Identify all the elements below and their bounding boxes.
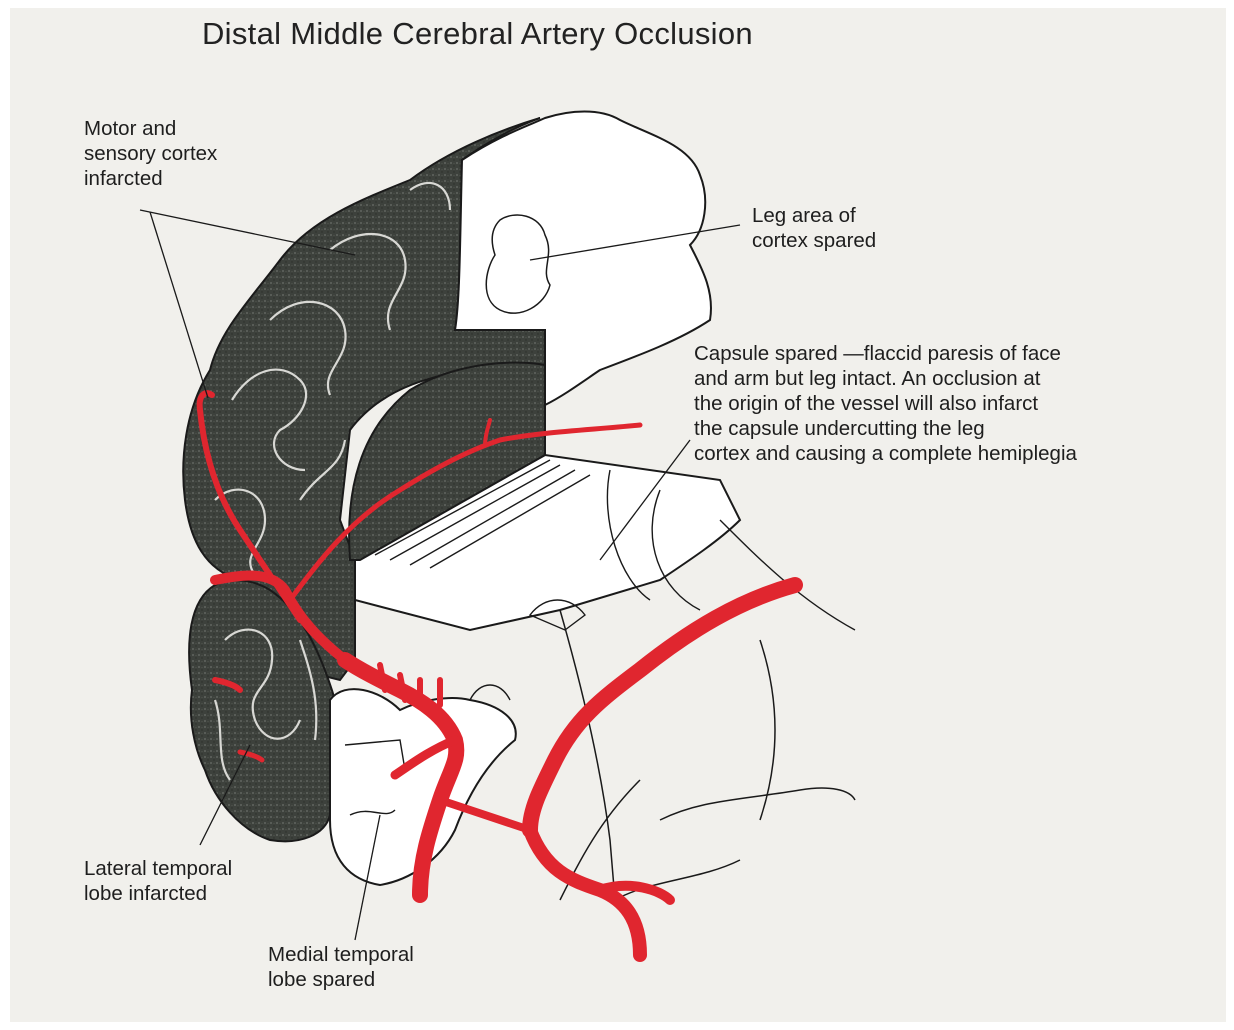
label-leg-area-spared: Leg area of cortex spared <box>752 203 876 253</box>
label-motor-sensory-cortex: Motor and sensory cortex infarcted <box>84 116 217 191</box>
label-medial-temporal-lobe: Medial temporal lobe spared <box>268 942 414 992</box>
label-lateral-temporal-lobe: Lateral temporal lobe infarcted <box>84 856 232 906</box>
brain-outline-lines <box>560 610 855 900</box>
label-capsule-spared: Capsule spared —flaccid paresis of face … <box>694 341 1077 466</box>
diagram-title: Distal Middle Cerebral Artery Occlusion <box>202 16 753 52</box>
